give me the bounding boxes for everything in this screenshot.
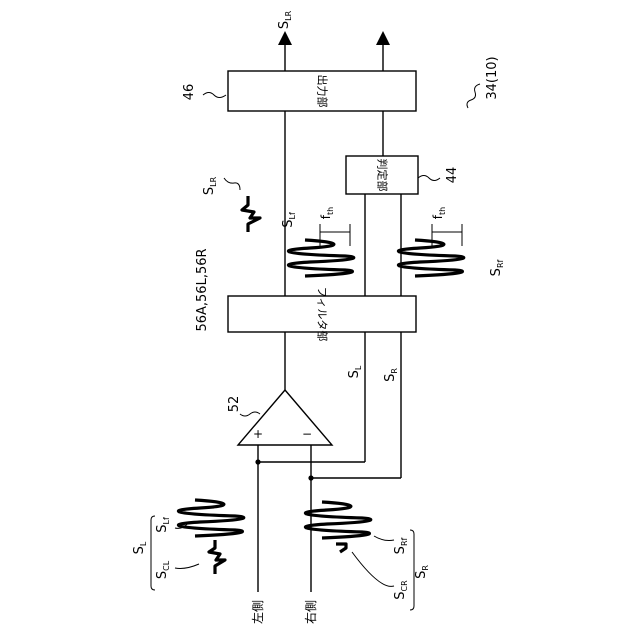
scl-waveform (209, 540, 225, 574)
amp-minus: − (302, 427, 312, 441)
slf-left-waveform (178, 500, 243, 536)
slf-waveform (288, 240, 353, 276)
leader-46 (203, 93, 226, 98)
right-sr-label: SR (414, 565, 430, 579)
left-slf-label: SLf (155, 517, 171, 533)
right-input-label: 右側 (303, 600, 318, 624)
srf-waveform (398, 240, 463, 276)
leader-34 (467, 84, 480, 108)
scr-waveform (336, 544, 346, 552)
sl-line-label: SL (347, 365, 363, 378)
sr-line-label: SR (383, 368, 399, 382)
amp-plus: + (253, 427, 263, 441)
judge-block-ref: 44 (445, 167, 460, 184)
junction-right (308, 475, 313, 480)
srf-label: SRf (489, 259, 505, 276)
amplifier-ref: 52 (227, 396, 242, 413)
leader-right-srf (374, 536, 394, 541)
right-brace (410, 530, 414, 610)
slr-waveform (242, 196, 260, 232)
judge-block-label: 判定部 (376, 159, 390, 192)
slf-label: SLf (281, 212, 297, 228)
junction-left (255, 459, 260, 464)
left-input-label: 左側 (250, 600, 265, 624)
srf-right-waveform (305, 502, 370, 538)
figure-ref-label: 34(10) (485, 56, 500, 99)
output-block-ref: 46 (182, 84, 197, 101)
right-srf-label: SRf (393, 537, 409, 554)
leader-slr (224, 178, 240, 190)
leader-44 (418, 176, 440, 181)
fth1-label: fth (319, 207, 335, 219)
right-scr-label: SCR (393, 580, 409, 600)
left-sl-label: SL (132, 541, 148, 554)
fth2-label: fth (431, 207, 447, 219)
output-signal-label: SLR (277, 10, 293, 29)
output-block-label: 出力部 (316, 75, 330, 108)
filter-block-label: フィルタ部 (316, 287, 330, 342)
leader-left-scl (175, 564, 199, 569)
left-scl-label: SCL (155, 560, 171, 579)
filter-block-ref: 56A,56L,56R (195, 248, 210, 331)
leader-right-scr (352, 552, 394, 586)
slr-wave-label: SLR (202, 176, 218, 195)
leader-52 (240, 412, 260, 416)
